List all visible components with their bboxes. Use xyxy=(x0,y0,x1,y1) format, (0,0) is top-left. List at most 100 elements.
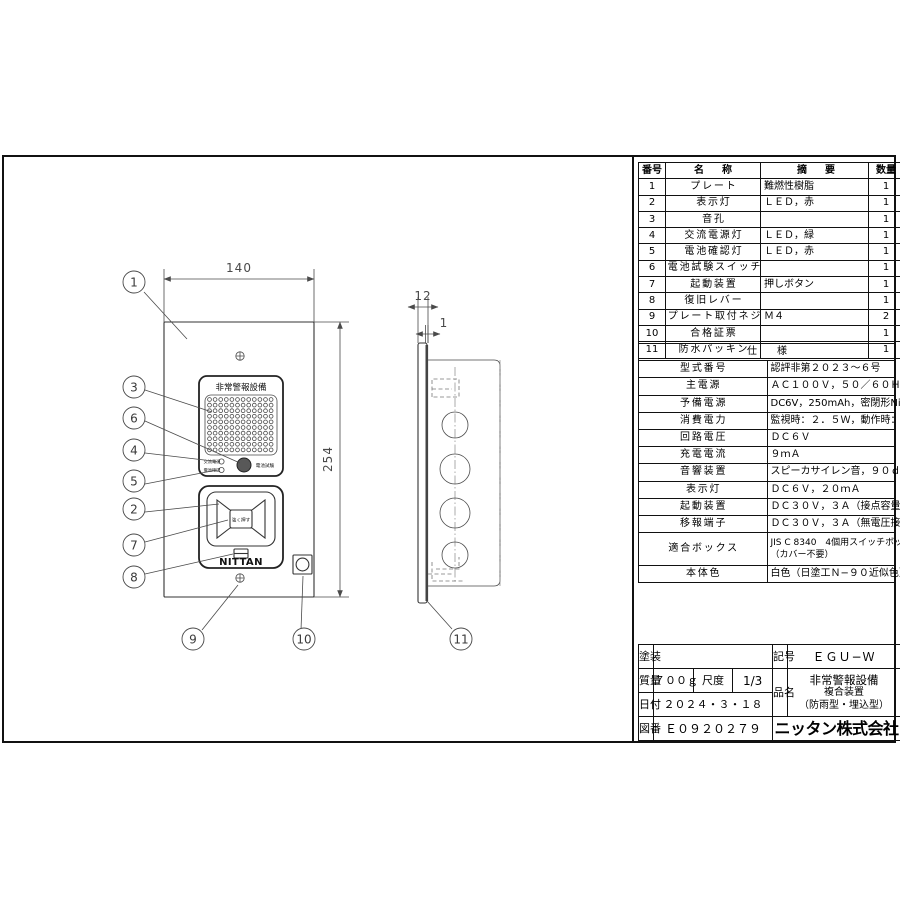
scale-value: 1/3 xyxy=(732,668,773,693)
part-no: 6 xyxy=(638,259,666,278)
product-drawing: .thin{fill:none;stroke:#4a4a4a;stroke-wi… xyxy=(122,261,501,651)
balloon-3: 3 xyxy=(130,381,138,395)
part-qty: 1 xyxy=(868,276,900,294)
spec-row: 本体色白色（日塗工Ｎ−９０近似色） xyxy=(638,565,900,584)
product-line-1: 非常警報設備 xyxy=(809,672,879,687)
title-block: 塗装 記号 ＥＧＵ−Ｗ 質量 ７００ｇ 尺度 1/3 品名 xyxy=(638,644,900,741)
part-qty: 1 xyxy=(868,210,900,229)
spec-label: 本体色 xyxy=(638,565,768,584)
part-qty: 2 xyxy=(868,308,900,326)
spec-value: ＡＣ１００Ｖ，５０／６０Ｈｚ xyxy=(766,377,900,396)
part-no: 4 xyxy=(638,227,666,245)
part-remark: ＬＥＤ，赤 xyxy=(760,243,869,261)
symbol-value: ＥＧＵ−Ｗ xyxy=(787,644,900,669)
part-name: プレート取付ネジ xyxy=(665,308,761,326)
part-no: 2 xyxy=(638,194,666,212)
led-ac-label: 交流電源 xyxy=(204,458,222,465)
spec-label: 充電電流 xyxy=(638,446,768,465)
spec-label: 回路電圧 xyxy=(638,428,768,448)
part-no: 1 xyxy=(638,178,666,196)
part-remark xyxy=(760,210,869,229)
title-row-paint: 塗装 記号 ＥＧＵ−Ｗ xyxy=(638,644,900,669)
spec-value: DC6V，250mAh，密閉形Ni-Cd蓄電池 xyxy=(766,394,900,413)
spec-label: 消費電力 xyxy=(638,411,768,430)
part-remark xyxy=(760,324,869,343)
mass-value: ７００ｇ xyxy=(653,668,698,693)
part-name: 電池確認灯 xyxy=(665,243,761,261)
spec-label: 移報端子 xyxy=(638,514,768,534)
part-name: 表示灯 xyxy=(665,194,761,212)
balloon-7: 7 xyxy=(130,539,138,553)
spec-value: スピーカサイレン音，９０ｄＢ以上／ｍ xyxy=(766,463,900,482)
part-no: 8 xyxy=(638,292,666,310)
balloon-8: 8 xyxy=(130,571,138,585)
dim-height-text: 254 xyxy=(321,446,335,472)
product-line-3: （防雨型・埋込型） xyxy=(799,699,889,711)
spec-header-row: 仕 様 xyxy=(638,342,896,362)
part-name: 電池試験スイッチ xyxy=(665,259,761,278)
scale-label: 尺度 xyxy=(692,668,734,693)
part-qty: 1 xyxy=(868,227,900,245)
part-name: 起動装置 xyxy=(665,276,761,294)
part-no: 3 xyxy=(638,210,666,229)
frame-vertical-divider xyxy=(632,157,634,741)
dim-depth-text: 12 xyxy=(414,289,431,303)
part-no: 10 xyxy=(638,324,666,343)
brand-text: NITTAN xyxy=(219,557,263,568)
date-value: ２０２４・３・１８ xyxy=(653,692,773,717)
parts-col-remark: 摘 要 xyxy=(760,161,869,180)
parts-header-row: 番号 名 称 摘 要 数量 xyxy=(638,161,900,180)
part-remark xyxy=(760,292,869,310)
part-qty: 1 xyxy=(868,324,900,343)
balloon-10: 10 xyxy=(296,633,311,647)
parts-col-qty: 数量 xyxy=(868,161,900,180)
balloon-6: 6 xyxy=(130,412,138,426)
spec-row: 型式番号認評非第２０２３〜６号 xyxy=(638,360,896,379)
paint-label: 塗装 xyxy=(638,644,661,669)
part-name: 復旧レバー xyxy=(665,292,761,310)
company-logo: ニッタン株式会社 xyxy=(772,716,900,741)
symbol-label: 記号 xyxy=(772,644,795,669)
parts-col-name: 名 称 xyxy=(665,161,761,180)
battery-test-switch xyxy=(236,457,252,473)
balloon-11: 11 xyxy=(453,633,468,647)
part-name: プレート xyxy=(665,178,761,196)
spec-label: 型式番号 xyxy=(638,360,768,379)
spec-label: 起動装置 xyxy=(638,497,768,516)
spec-label: 予備電源 xyxy=(638,394,768,413)
spec-value: ＤＣ６Ｖ，２０ｍＡ xyxy=(766,480,896,499)
led-batt-label: 電池確認 xyxy=(204,467,222,474)
date-label: 日付 xyxy=(638,692,661,717)
spec-value: ９ｍＡ xyxy=(766,446,896,465)
product-name-label: 品名 xyxy=(772,668,795,717)
led-batt-circle xyxy=(218,466,225,473)
spec-label: 主電源 xyxy=(638,377,768,396)
test-switch-label: 電池試験 xyxy=(256,462,275,469)
part-name: 音孔 xyxy=(665,210,761,229)
led-ac-circle xyxy=(218,458,225,465)
spec-value: 白色（日塗工Ｎ−９０近似色） xyxy=(766,565,900,584)
balloon-4: 4 xyxy=(130,444,138,458)
spec-value: ＤＣ６Ｖ xyxy=(766,428,896,448)
mass-label: 質量 xyxy=(638,668,661,693)
spec-header-cell: 仕 様 xyxy=(638,342,896,362)
part-remark: 難燃性樹脂 xyxy=(760,178,869,196)
part-no: 5 xyxy=(638,243,666,261)
part-name: 合格証票 xyxy=(665,324,761,343)
part-remark: Ｍ４ xyxy=(760,308,869,326)
balloon-2: 2 xyxy=(130,503,138,517)
